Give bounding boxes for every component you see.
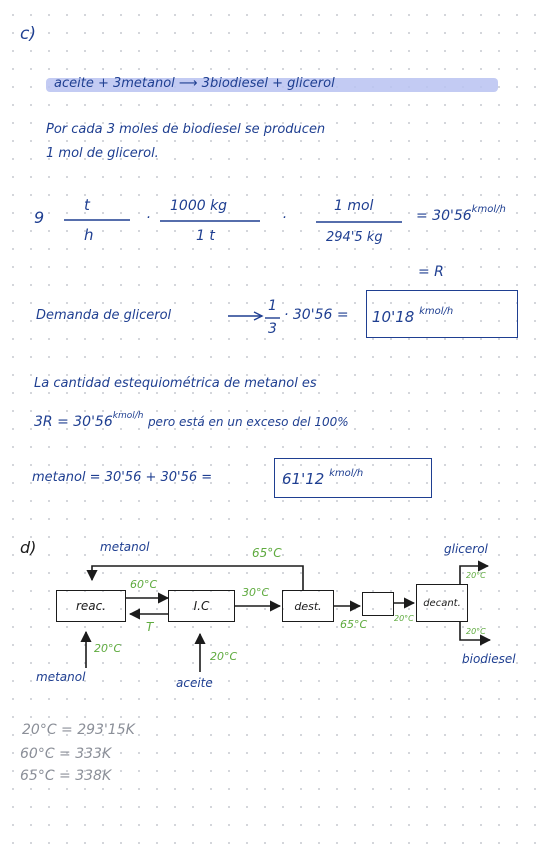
temp-oil-feed: 20°C <box>210 650 238 663</box>
factor-3-numerator: 1 mol <box>334 198 374 214</box>
glycerol-product-label: glicerol <box>444 542 488 556</box>
methanol-total-label: metanol = 30'56 + 30'56 = <box>32 470 213 485</box>
multiply-dot-2: · <box>282 210 287 226</box>
temp-dest-out: 65°C <box>340 618 368 631</box>
temp-ic-out: 30°C <box>242 586 270 599</box>
recycle-methanol-label: metanol <box>100 540 150 554</box>
production-value: 9 <box>34 208 45 227</box>
temp-biodiesel-out: 20°C <box>466 627 486 636</box>
temp-glycerol-out: 20°C <box>466 571 486 580</box>
stoichiometry-line-1: Por cada 3 moles de biodiesel se produce… <box>46 122 326 137</box>
conversion-60c: 60°C = 333K <box>20 746 112 762</box>
factor-3-denominator: 294'5 kg <box>326 230 383 245</box>
r-definition: = R <box>418 264 444 280</box>
temp-ic-return: T <box>146 620 154 634</box>
methanol-result-box <box>274 458 432 498</box>
temp-reac-to-ic: 60°C <box>130 578 158 591</box>
demand-label: Demanda de glicerol <box>36 308 172 323</box>
reaction-equation: aceite + 3metanol ⟶ 3biodiesel + glicero… <box>54 76 335 91</box>
reactor-block: reac. <box>56 590 126 622</box>
stoichiometry-line-2: 1 mol de glicerol. <box>46 146 159 161</box>
part-c-label: c) <box>20 24 36 44</box>
factor-1-denominator: h <box>84 226 94 244</box>
factor-2-denominator: 1 t <box>196 228 215 244</box>
heat-exchanger-block: I.C <box>168 590 235 622</box>
methanol-stoich-line-1: La cantidad estequiométrica de metanol e… <box>34 376 317 391</box>
temp-methanol-feed: 20°C <box>94 642 122 655</box>
production-result: = 30'56kmol/h <box>416 204 506 224</box>
demand-result-box <box>366 290 518 338</box>
demand-expression: · 30'56 = <box>284 307 349 323</box>
multiply-dot-1: · <box>146 210 151 226</box>
methanol-stoich-line-2: 3R = 30'56kmol/h pero está en un exceso … <box>34 411 349 430</box>
reaction-highlight <box>46 78 498 92</box>
demand-result: 10'18 kmol/h <box>372 306 454 326</box>
part-d-label: d) <box>20 538 37 557</box>
demand-fraction-numerator: 1 <box>268 298 277 314</box>
factor-1-numerator: t <box>84 196 90 214</box>
cooler-block <box>362 592 394 616</box>
distillation-block: dest. <box>282 590 334 622</box>
methanol-total-result: 61'12 kmol/h <box>282 468 364 488</box>
conversion-65c: 65°C = 338K <box>20 768 112 784</box>
recycle-temp: 65°C <box>252 546 282 560</box>
biodiesel-product-label: biodiesel <box>462 652 516 666</box>
demand-fraction-denominator: 3 <box>268 321 277 337</box>
feed-oil-label: aceite <box>176 676 213 690</box>
temp-cooler-out: 20°C <box>394 614 414 623</box>
factor-2-numerator: 1000 kg <box>170 198 228 214</box>
decanter-block: decant. <box>416 584 468 622</box>
conversion-20c: 20°C = 293'15K <box>22 722 135 738</box>
feed-methanol-label: metanol <box>36 670 86 684</box>
